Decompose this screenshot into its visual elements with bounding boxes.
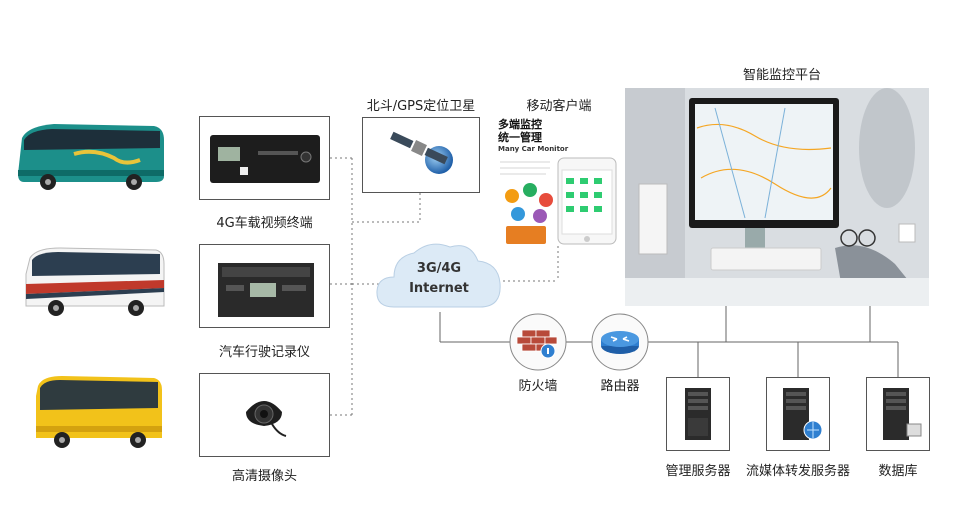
driving-recorder-image: [218, 263, 314, 317]
satellite-label: 北斗/GPS定位卫星: [366, 99, 476, 114]
terminal-device-box: [199, 116, 330, 200]
satellite-box: [362, 117, 480, 193]
management-server-box: [666, 377, 730, 451]
router-icon: [591, 313, 649, 371]
platform-label: 智能监控平台: [742, 68, 821, 83]
recorder-label: 汽车行驶记录仪: [218, 345, 310, 360]
camera-device-box: [199, 373, 330, 457]
management-server-label: 管理服务器: [665, 464, 731, 479]
streaming-server-box: [766, 377, 830, 451]
internet-cloud: 3G/4G Internet: [374, 235, 504, 315]
monitoring-platform-image: [625, 88, 929, 306]
video-terminal-image: [210, 135, 320, 183]
firewall-node: [509, 313, 567, 371]
router-label: 路由器: [600, 379, 640, 394]
firewall-label: 防火墙: [518, 379, 558, 394]
mobile-ad-title-1: 多端监控: [498, 118, 542, 131]
tour-bus-image: [14, 118, 166, 194]
recorder-device-box: [199, 244, 330, 328]
terminal-label: 4G车载视频终端: [216, 216, 313, 231]
coach-bus-image: [20, 244, 166, 324]
firewall-icon: [509, 313, 567, 371]
database-server-box: [866, 377, 930, 451]
database-label: 数据库: [878, 464, 918, 479]
cloud-line-1: 3G/4G: [416, 261, 462, 276]
server-icon: [685, 388, 711, 440]
media-server-icon: [783, 388, 823, 440]
database-icon: [883, 388, 922, 440]
camera-label: 高清摄像头: [231, 469, 297, 484]
satellite-icon: [390, 131, 453, 174]
mobile-label: 移动客户端: [526, 99, 592, 114]
mobile-ad-subtitle: Many Car Monitor: [498, 145, 569, 153]
cloud-icon: [376, 243, 501, 308]
mobile-apps-graphic: [500, 157, 617, 245]
cloud-line-2: Internet: [409, 281, 469, 296]
streaming-server-label: 流媒体转发服务器: [745, 464, 850, 479]
hd-camera-image: [246, 401, 287, 437]
router-node: [591, 313, 649, 371]
city-bus-image: [30, 372, 164, 456]
mobile-ad-title-2: 统一管理: [498, 131, 542, 144]
mobile-client-image: 多端监控 统一管理 Many Car Monitor: [496, 114, 622, 248]
